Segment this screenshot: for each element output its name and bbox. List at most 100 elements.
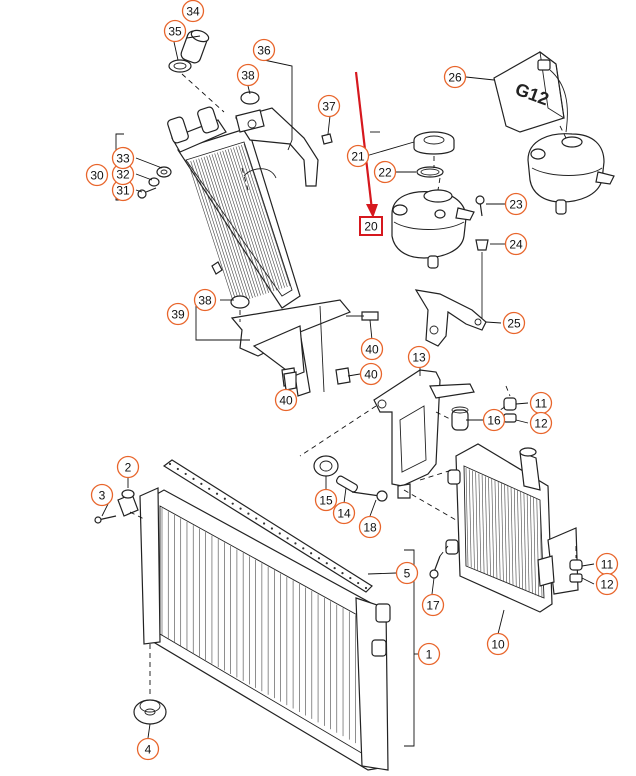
callout-number: 23: [509, 198, 523, 212]
callout-number: 22: [378, 166, 392, 180]
hose-connector: [168, 29, 225, 113]
callout-bubble: 22: [373, 160, 397, 184]
callout-number: 10: [491, 638, 505, 652]
callout-bubble: 23: [504, 192, 528, 216]
callout-bubble: 39: [166, 302, 190, 326]
callout-bubble: 32: [111, 162, 135, 186]
callout-bubble: 21: [346, 144, 370, 168]
callout-number: 33: [116, 152, 130, 166]
callout-number: 25: [507, 317, 521, 331]
callout-bubble: 24: [504, 232, 528, 256]
mount-4: [133, 699, 167, 725]
callout-bubble: 18: [358, 515, 382, 539]
mount-15: [313, 455, 339, 477]
callout-20-highlighted: 20: [359, 216, 383, 236]
callout-number: 38: [198, 294, 212, 308]
callout-bubble: 10: [486, 632, 510, 656]
callout-number: 18: [363, 521, 377, 535]
callout-bubble: 38: [193, 288, 217, 312]
rubber-mount-11a: [503, 397, 517, 423]
callout-bubble: 2: [116, 455, 140, 479]
clip-24: [475, 239, 489, 251]
highlight-arrow: [354, 71, 378, 218]
callout-number: 11: [535, 397, 548, 411]
callout-bubble: 11: [595, 552, 619, 576]
callout-bubble: 16: [482, 408, 506, 432]
callout-bubble: 13: [407, 345, 431, 369]
callout-number: 14: [337, 507, 351, 521]
tank-support-bracket: [414, 252, 487, 347]
callout-bubble: 38: [236, 63, 260, 87]
callout-bubble: 5: [395, 561, 419, 585]
callout-bubble: 31: [111, 178, 135, 202]
callout-bubble: 17: [421, 593, 445, 617]
callout-number: 31: [116, 184, 130, 198]
callout-bubble: 14: [332, 501, 356, 525]
callout-bubble: 25: [502, 311, 526, 335]
callout-number: 15: [319, 494, 333, 508]
callout-number: 11: [601, 558, 614, 572]
lower-mounting-bracket: [230, 299, 379, 397]
callout-number: 34: [186, 5, 200, 19]
callout-number: 40: [279, 394, 293, 408]
main-radiator: [139, 487, 391, 771]
mount-2: [117, 489, 139, 517]
sleeve-14: [335, 475, 359, 493]
bolt-17: [429, 555, 441, 579]
expansion-tank: [391, 189, 475, 269]
callout-bubble: 34: [181, 0, 205, 23]
callout-bubble: 40: [360, 337, 384, 361]
callout-bubble: 40: [359, 362, 383, 386]
callout-number: 35: [168, 25, 182, 39]
bolt-18: [351, 490, 388, 502]
callout-number: 40: [364, 368, 378, 382]
callout-bubble: 37: [317, 94, 341, 118]
callout-number: 40: [365, 343, 379, 357]
coolant-canister-26: G12: [493, 50, 568, 133]
callout-number: 21: [351, 150, 365, 164]
bolt-23: [475, 195, 485, 217]
alt-expansion-tank: [527, 133, 615, 215]
callout-number: 32: [116, 168, 130, 182]
callout-bubble: 36: [252, 38, 276, 62]
callout-number: 13: [412, 351, 426, 365]
callout-number: 17: [426, 599, 440, 613]
auxiliary-radiator: [167, 91, 319, 309]
callout-number: 36: [257, 44, 271, 58]
callout-number: 30: [90, 169, 104, 183]
mount-16: [451, 406, 469, 431]
support-bracket-13: [373, 369, 475, 499]
callout-bubble: 4: [136, 737, 160, 761]
secondary-radiator: [445, 443, 579, 613]
seal-strip-5: [162, 459, 373, 593]
callout-bubble: 33: [111, 146, 135, 170]
callout-number: 3: [99, 489, 106, 503]
callout-bubble: 15: [314, 488, 338, 512]
callout-number: 16: [487, 414, 501, 428]
callout-number: 4: [145, 743, 152, 757]
expansion-tank-cap: [413, 131, 455, 178]
callout-bubble: 40: [274, 388, 298, 412]
callout-layer: 1234510111112121314151617182021222324252…: [85, 0, 619, 761]
callout-number: 37: [322, 100, 336, 114]
callout-bubble: 3: [90, 483, 114, 507]
callout-number: 20: [364, 220, 378, 234]
callout-number: 38: [241, 69, 255, 83]
rubber-mount-11b: [569, 559, 583, 583]
callout-bubble: 30: [85, 163, 109, 187]
callout-bubble: 26: [443, 65, 467, 89]
callout-number: 24: [509, 238, 523, 252]
callout-bubble: 12: [595, 572, 619, 596]
callout-number: 5: [404, 567, 411, 581]
callout-bubble: 35: [163, 19, 187, 43]
callout-bubble: 11: [529, 391, 553, 415]
callout-bubble: 1: [417, 642, 441, 666]
callout-number: 1: [426, 648, 433, 662]
callout-number: 26: [448, 71, 462, 85]
callout-number: 12: [534, 417, 548, 431]
callout-bubble: 12: [529, 411, 553, 435]
callout-number: 39: [171, 308, 185, 322]
callout-number: 12: [600, 578, 614, 592]
callout-number: 2: [125, 461, 132, 475]
